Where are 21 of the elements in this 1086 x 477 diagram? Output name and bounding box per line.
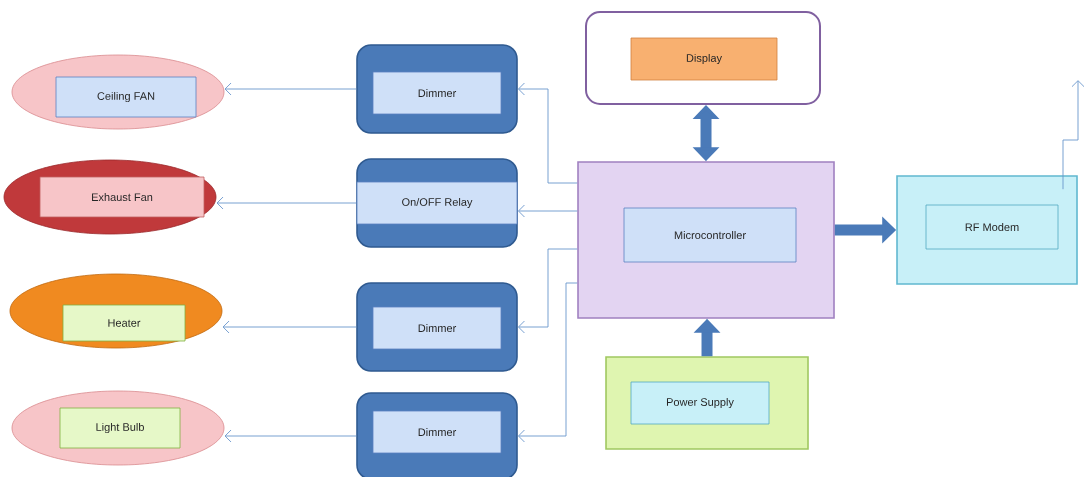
label-box: Dimmer <box>372 410 502 454</box>
arrow <box>224 429 357 443</box>
label-box: RF Modem <box>925 204 1059 250</box>
arrow <box>224 82 357 96</box>
arrow <box>518 282 578 443</box>
arrow <box>518 204 578 218</box>
arrow <box>518 248 578 334</box>
arrow <box>222 320 357 334</box>
label-box: Ceiling FAN <box>55 76 197 118</box>
arrow <box>518 82 578 184</box>
label-box: Exhaust Fan <box>39 176 205 218</box>
label-box: Microcontroller <box>623 207 797 263</box>
label-box: Power Supply <box>630 381 770 425</box>
label-box: Heater <box>62 304 186 342</box>
label-box: Dimmer <box>372 306 502 350</box>
arrow <box>216 196 357 210</box>
label-box: Dimmer <box>372 71 502 115</box>
label-box: Display <box>630 37 778 81</box>
label-box: On/OFF Relay <box>356 181 518 225</box>
antenna-arrow <box>1062 80 1085 190</box>
label-box: Light Bulb <box>59 407 181 449</box>
